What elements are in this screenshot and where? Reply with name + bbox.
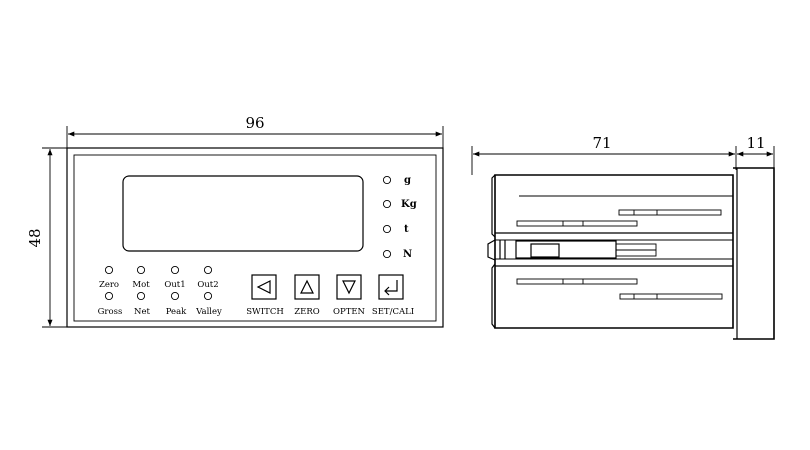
- down-triangle-icon: [342, 280, 356, 295]
- status-led-icon: [170, 265, 180, 275]
- front-bezel-outer: [66, 147, 444, 328]
- set-cali-button-label: SET/CALI: [372, 307, 414, 317]
- return-arrow-icon: [384, 280, 398, 296]
- rear-step-bottom: [491, 263, 496, 329]
- status-label-valley: Valley: [195, 307, 222, 317]
- width-dimension-label: 96: [245, 114, 264, 132]
- opten-button[interactable]: OPTEN: [333, 274, 366, 317]
- height-dimension: 48: [26, 147, 70, 328]
- unit-label-t: t: [404, 224, 409, 235]
- bezel-dimension-label: 11: [746, 134, 765, 152]
- unit-label-g: g: [404, 175, 411, 186]
- side-view: 71 11: [471, 134, 775, 340]
- housing-body: [494, 174, 734, 329]
- terminal-clip: [487, 239, 496, 261]
- status-led-icon: [203, 291, 213, 301]
- unit-led-icon: [382, 199, 392, 209]
- bezel-dimension: 11: [737, 134, 775, 170]
- depth-dimension: 71: [471, 134, 737, 175]
- opten-button-label: OPTEN: [333, 307, 366, 317]
- front-view: 96 48 g Kg t N: [26, 114, 444, 328]
- status-led-icon: [136, 291, 146, 301]
- width-dimension: 96: [66, 114, 444, 152]
- status-label-mot: Mot: [132, 280, 150, 290]
- front-panel: [73, 154, 437, 322]
- status-label-net: Net: [134, 307, 150, 317]
- bezel-profile: [733, 167, 775, 340]
- switch-button[interactable]: SWITCH: [246, 274, 284, 317]
- status-led-icon: [104, 265, 114, 275]
- status-indicators: Zero Mot Out1 Out2 Gross Net Peak Valley: [98, 265, 222, 317]
- set-cali-button[interactable]: SET/CALI: [372, 274, 414, 317]
- unit-label-kg: Kg: [401, 199, 417, 210]
- rear-step-top: [491, 174, 496, 238]
- status-led-icon: [170, 291, 180, 301]
- zero-button-label: ZERO: [294, 307, 320, 317]
- status-label-out2: Out2: [197, 280, 218, 290]
- unit-led-icon: [382, 224, 392, 234]
- status-label-out1: Out1: [164, 280, 185, 290]
- status-led-icon: [203, 265, 213, 275]
- depth-dimension-label: 71: [592, 134, 611, 152]
- left-triangle-icon: [256, 280, 271, 294]
- unit-led-icon: [382, 249, 392, 259]
- switch-button-label: SWITCH: [246, 307, 284, 317]
- height-dimension-label: 48: [26, 228, 44, 247]
- status-label-zero: Zero: [99, 280, 119, 290]
- status-led-icon: [104, 291, 114, 301]
- unit-indicators: g Kg t N: [382, 175, 417, 260]
- up-triangle-icon: [300, 279, 314, 294]
- zero-button[interactable]: ZERO: [294, 274, 320, 317]
- unit-label-n: N: [403, 249, 412, 260]
- status-led-icon: [136, 265, 146, 275]
- unit-led-icon: [382, 175, 392, 185]
- status-label-gross: Gross: [98, 307, 123, 317]
- status-label-peak: Peak: [166, 307, 187, 317]
- display-window: [122, 175, 364, 252]
